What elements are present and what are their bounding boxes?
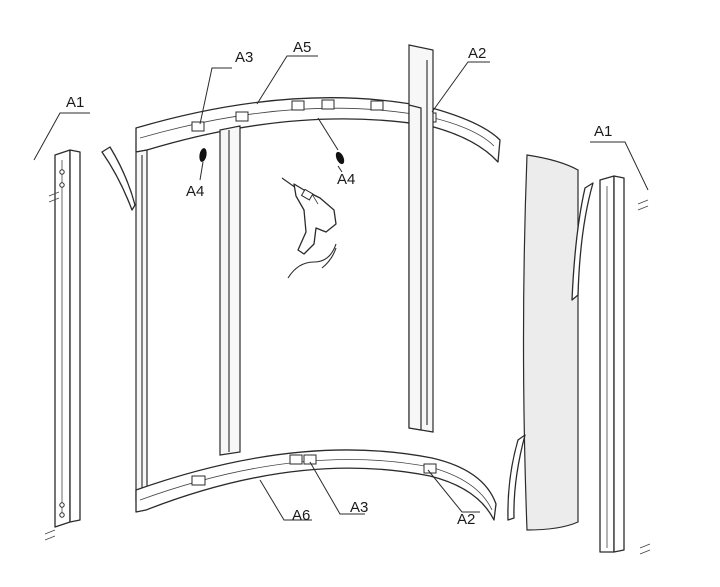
label-a3-bottom: A3: [350, 499, 368, 516]
leader-lines: [33, 55, 649, 521]
fixed-glass-panel: [135, 125, 241, 501]
label-a2-bottom: A2: [457, 511, 475, 528]
label-a5: A5: [293, 39, 311, 56]
power-drill-icon: [281, 177, 337, 279]
label-a6: A6: [292, 507, 310, 524]
bottom-curved-rail-a6: [135, 449, 497, 521]
part-labels: A1 A1 A2 A2 A3 A3 A4 A4 A5 A6: [66, 39, 612, 528]
label-a1-right: A1: [594, 123, 612, 140]
label-a1-left: A1: [66, 94, 84, 111]
label-a2-top: A2: [468, 45, 486, 62]
label-a3-top: A3: [235, 49, 253, 66]
screws-a4: [199, 148, 345, 165]
label-a4-right: A4: [337, 171, 355, 188]
right-glass-panel: [507, 154, 594, 531]
left-seal-strip: [101, 146, 136, 211]
rail-clips-bottom: [191, 454, 437, 486]
sliding-door-panel: [408, 44, 434, 433]
right-wall-profile-a1: [599, 175, 651, 555]
left-wall-profile-a1: [44, 149, 81, 541]
label-a4-left: A4: [186, 183, 204, 200]
top-curved-rail-a5: [135, 97, 501, 163]
